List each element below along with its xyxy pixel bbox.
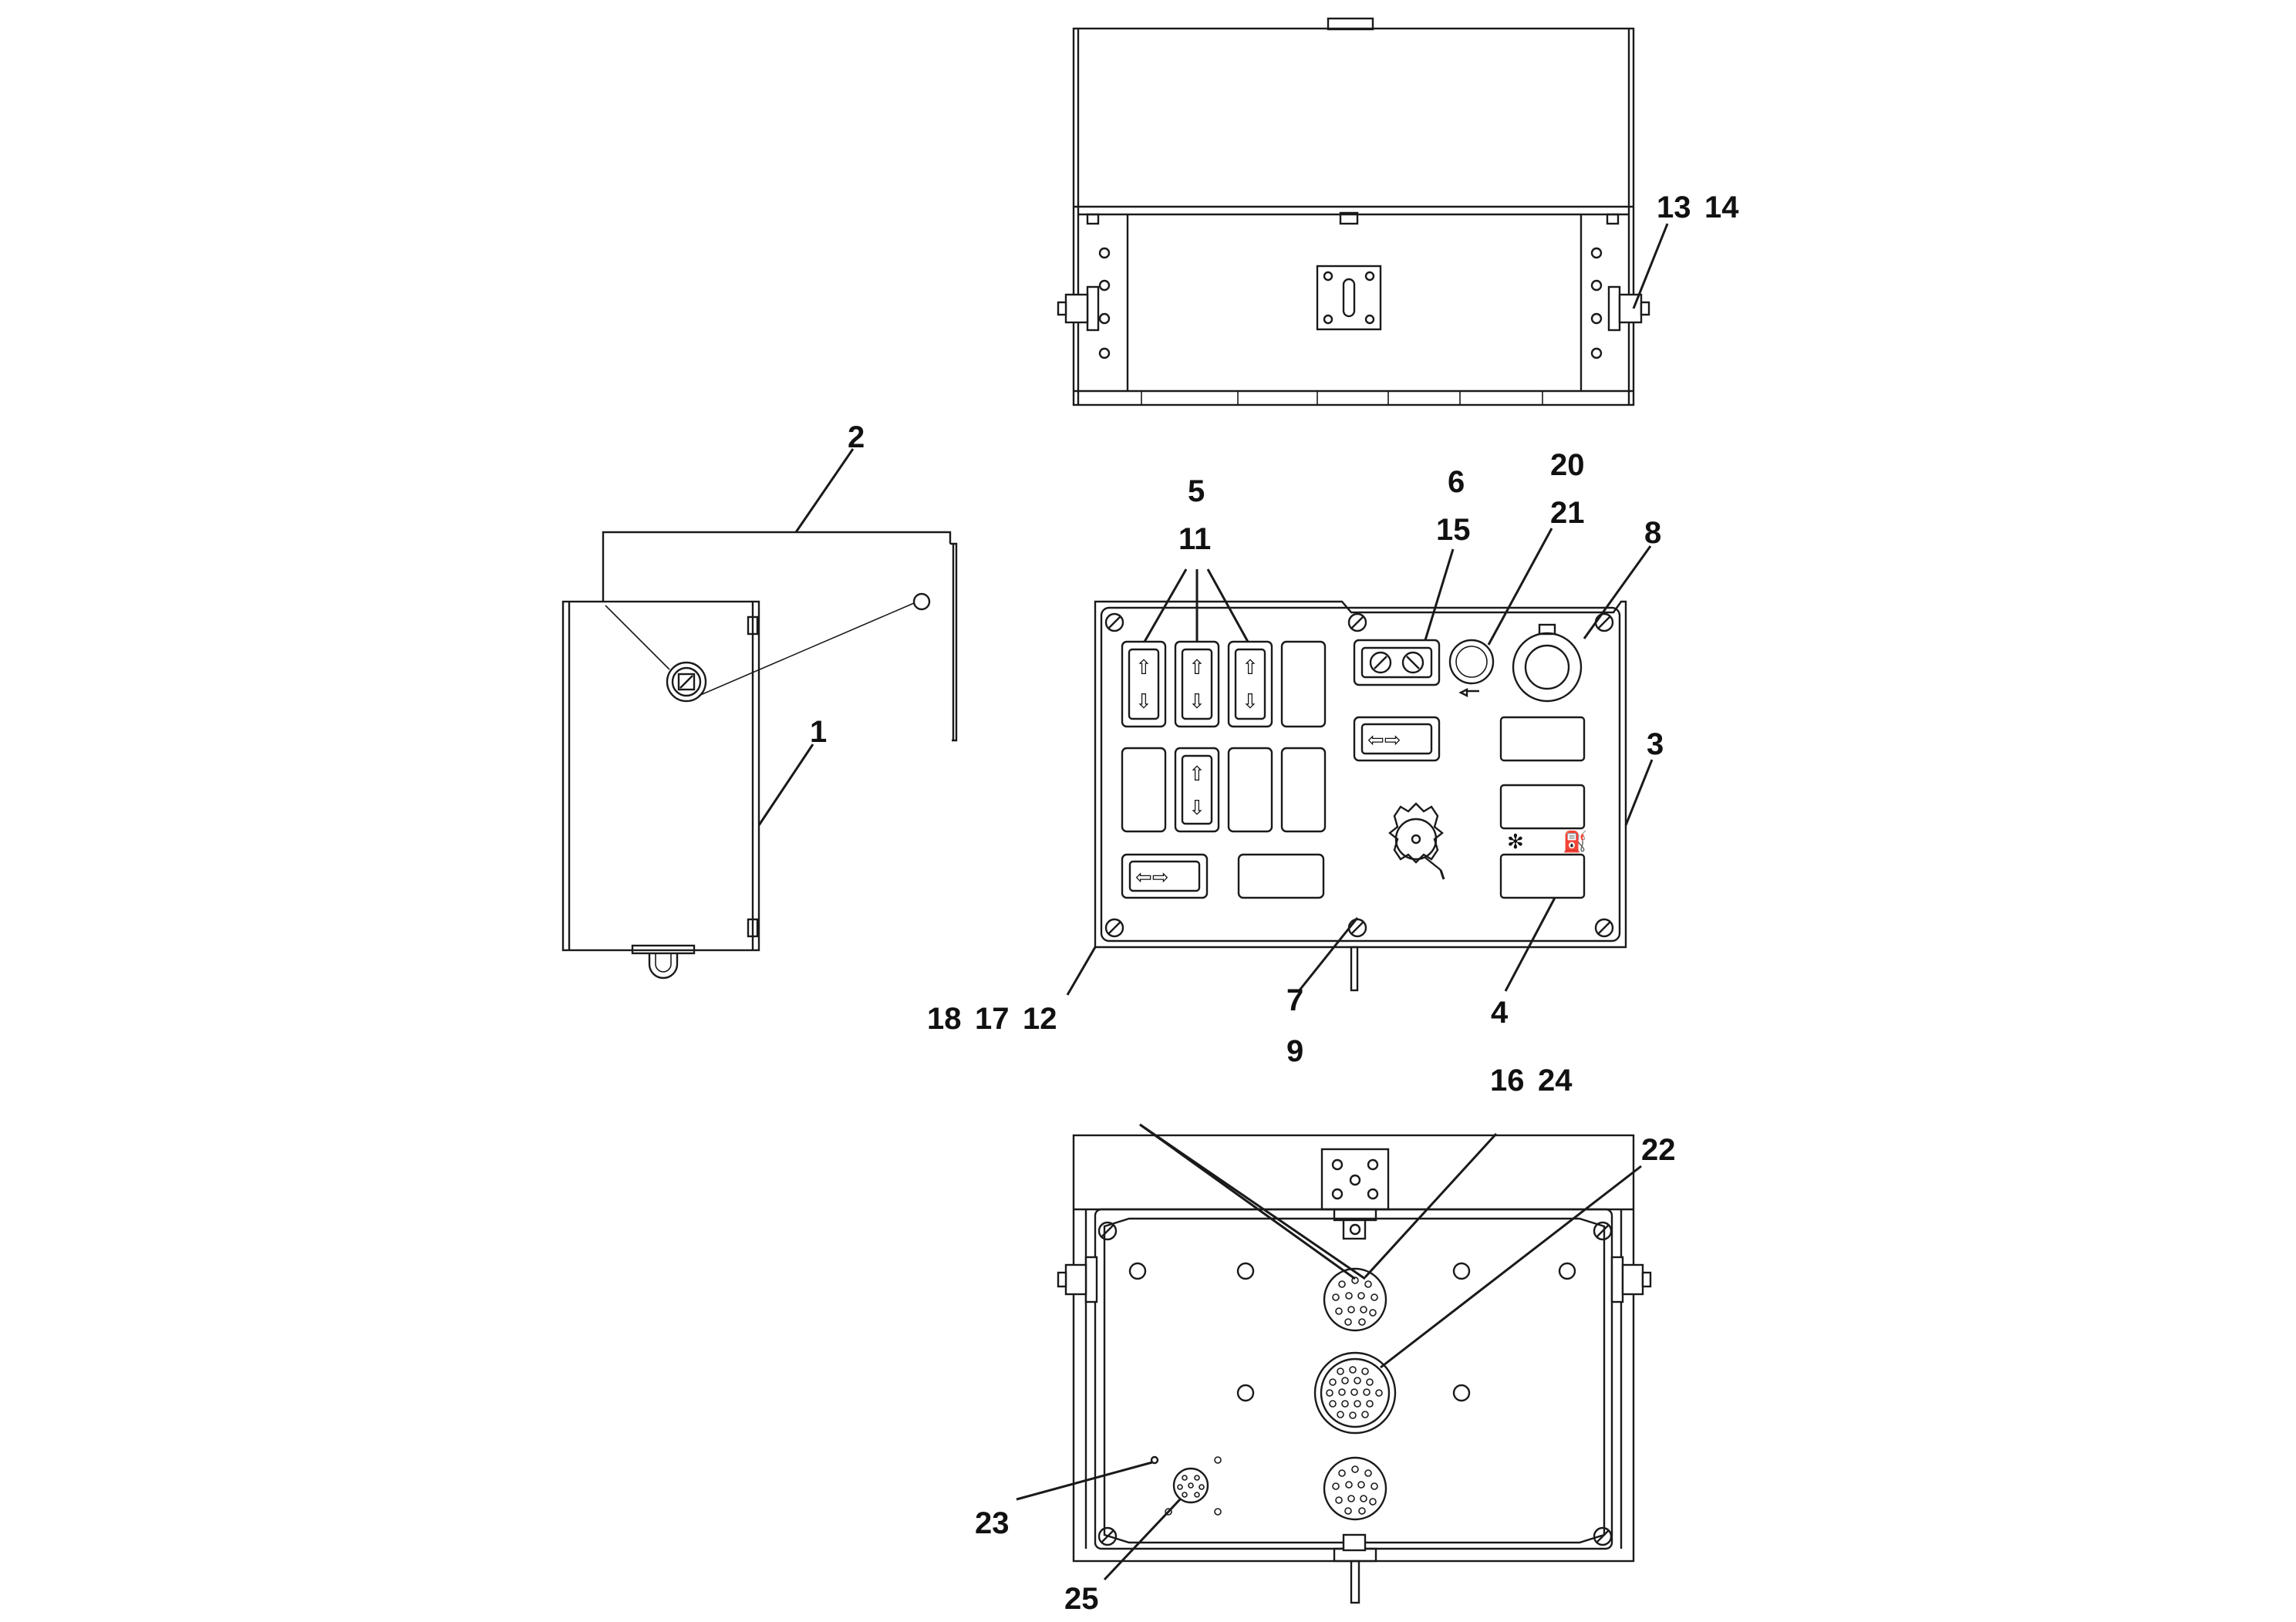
side-bolt-right: [1607, 285, 1650, 332]
up-down-arrow-icon: ⇧: [1242, 656, 1259, 679]
callout-18: 18: [927, 1002, 962, 1036]
bottom-side-bolt-left: [1057, 1256, 1098, 1303]
side-bolt-left: [1057, 285, 1100, 332]
blank-plug-5: [1237, 853, 1325, 899]
left-right-arrow-icon: ⇦⇨: [1135, 866, 1169, 889]
latch-plate: [1316, 265, 1382, 331]
blank-plug-3: [1227, 747, 1273, 833]
blank-plug-4: [1280, 747, 1327, 833]
bottom-corner-screws: [1097, 1221, 1613, 1546]
hinge-holes-left: [1098, 247, 1111, 359]
panel-screws: [1104, 612, 1614, 938]
blank-plug-1: [1280, 640, 1327, 728]
left-right-arrow-icon: ⇦⇨: [1367, 729, 1401, 752]
selector-switch: [1353, 639, 1441, 686]
svg-text:⇩: ⇩: [1188, 797, 1205, 820]
hanger-eye: [631, 944, 696, 980]
bottom-hinge: [1320, 1148, 1390, 1240]
rocker-switch-6: ⇦⇨: [1353, 716, 1441, 762]
mounting-holes: [1128, 1262, 1576, 1402]
callout-22: 22: [1641, 1133, 1676, 1167]
oil-can-icon: ⛽: [1563, 830, 1587, 854]
callout-12: 12: [1023, 1002, 1057, 1036]
connector-lower: [1323, 1456, 1387, 1521]
callout-7: 7: [1286, 983, 1303, 1017]
horn-icon: [1458, 688, 1479, 697]
callout-21: 21: [1550, 496, 1585, 530]
indicator-blank-1: [1499, 716, 1586, 762]
callout-11: 11: [1178, 522, 1211, 556]
callout-20: 20: [1550, 448, 1585, 482]
fan-icon: ✻: [1507, 831, 1524, 854]
svg-text:⇩: ⇩: [1242, 690, 1259, 713]
rocker-switch-2: ⇧ ⇩: [1174, 640, 1220, 728]
callout-6: 6: [1448, 465, 1465, 499]
connector-25: [1172, 1467, 1209, 1504]
rocker-switch-5: ⇦⇨: [1121, 853, 1209, 899]
callout-24: 24: [1538, 1064, 1573, 1098]
horn-button: [1448, 639, 1495, 697]
connector-16: [1323, 1267, 1387, 1332]
emergency-stop: [1512, 623, 1583, 703]
callout-25: 25: [1064, 1582, 1099, 1616]
callout-14: 14: [1704, 191, 1739, 224]
bottom-side-bolt-right: [1610, 1256, 1652, 1303]
callout-13: 13: [1657, 191, 1691, 224]
up-down-arrow-icon: ⇧: [1135, 656, 1152, 679]
callout-15: 15: [1436, 513, 1471, 547]
callout-9: 9: [1286, 1034, 1303, 1068]
rocker-switch-1: ⇧ ⇩: [1121, 640, 1167, 728]
rocker-switch-3: ⇧ ⇩: [1227, 640, 1273, 728]
up-down-arrow-icon: ⇧: [1188, 656, 1205, 679]
callout-5: 5: [1188, 474, 1205, 508]
hinge-holes-right: [1590, 247, 1603, 359]
connector-22: [1313, 1351, 1397, 1435]
side-view-enclosure: [561, 531, 958, 980]
key-switch: [1388, 802, 1445, 880]
top-view-enclosure: [1057, 17, 1650, 406]
bottom-view-enclosure: [1057, 1134, 1652, 1604]
callout-23: 23: [975, 1506, 1010, 1540]
callout-8: 8: [1644, 516, 1661, 550]
vent-hole: [1150, 1455, 1159, 1465]
up-down-arrow-icon: ⇧: [1188, 763, 1205, 786]
callout-17: 17: [975, 1002, 1010, 1036]
callout-numbers: 1 2 3 4 5 11 6 15 20 21 8 13 14 7 9 18 1…: [810, 191, 1739, 1616]
callout-16: 16: [1490, 1064, 1525, 1098]
blank-plug-2: [1121, 747, 1167, 833]
svg-text:⇩: ⇩: [1135, 690, 1152, 713]
lock-knob: [666, 661, 707, 703]
callout-3: 3: [1647, 727, 1664, 761]
indicator-blank-2: [1499, 784, 1586, 830]
rocker-switch-4: ⇧ ⇩: [1174, 747, 1220, 833]
callout-1: 1: [810, 715, 827, 749]
leader-lines: [757, 223, 1669, 1581]
callout-2: 2: [848, 420, 865, 454]
svg-text:⇩: ⇩: [1188, 690, 1205, 713]
front-control-panel: ⇧ ⇩ ⇧ ⇩ ⇧ ⇩ ⇧ ⇩ ⇦⇨: [1094, 600, 1627, 992]
indicator-lamp: [1499, 853, 1586, 899]
callout-4: 4: [1491, 996, 1509, 1030]
